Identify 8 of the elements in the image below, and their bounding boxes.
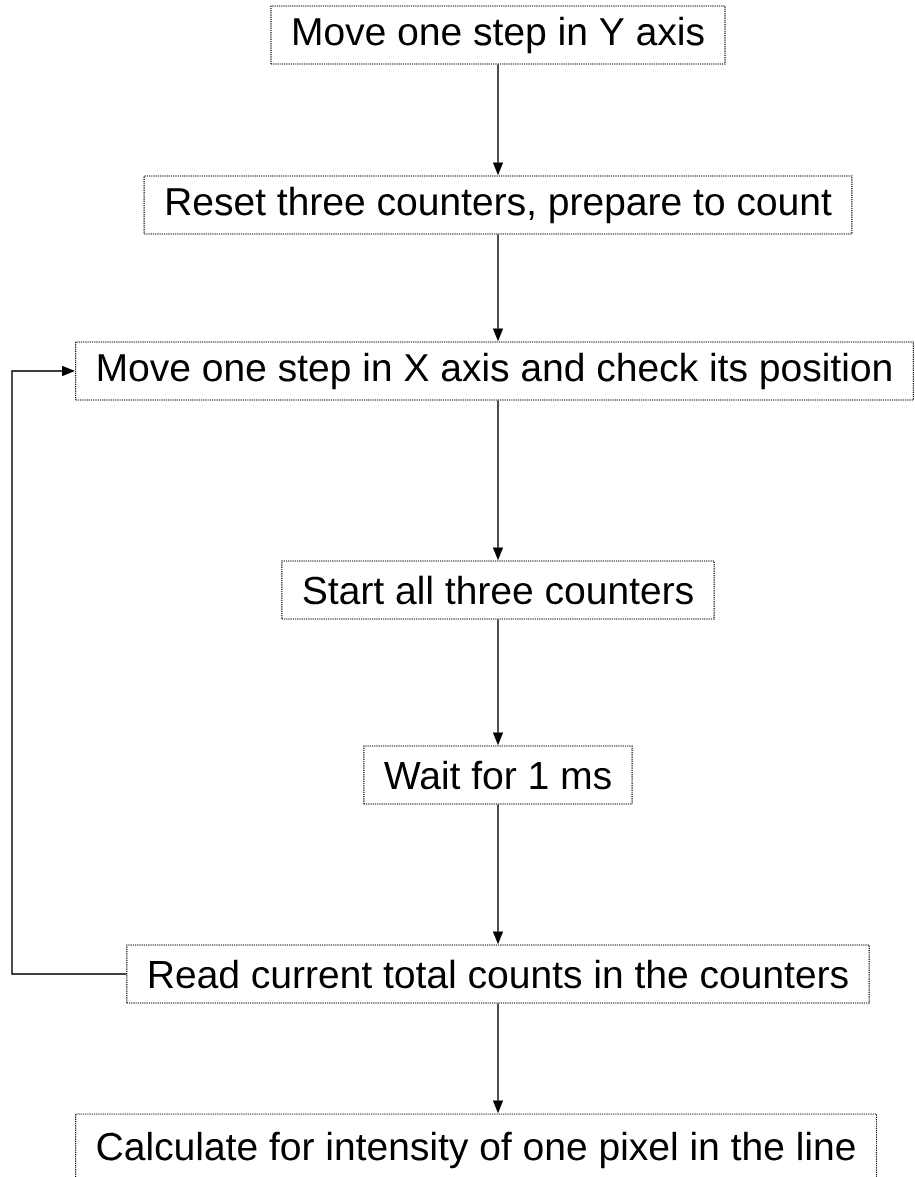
process-box: Reset three counters, prepare to count bbox=[143, 175, 853, 235]
arrow bbox=[11, 365, 127, 975]
process-box: Wait for 1 ms bbox=[363, 745, 633, 805]
process-box: Start all three counters bbox=[281, 560, 715, 620]
process-box: Move one step in X axis and check its position bbox=[75, 341, 914, 401]
process-box: Move one step in Y axis bbox=[270, 5, 726, 65]
process-box: Read current total counts in the counters bbox=[126, 944, 870, 1004]
process-box: Calculate for intensity of one pixel in the line bbox=[75, 1113, 878, 1177]
